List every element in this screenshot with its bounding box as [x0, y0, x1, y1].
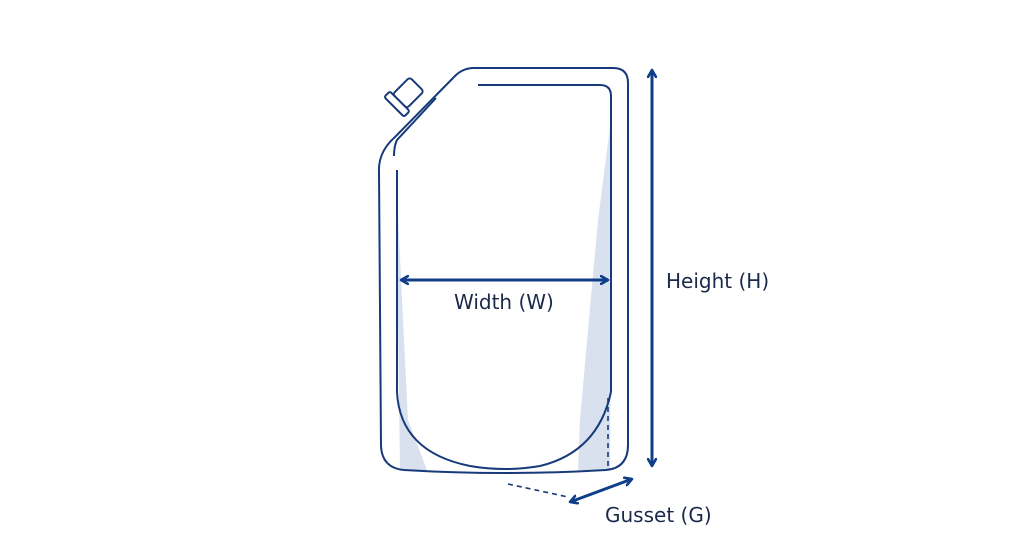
right-side-shading	[578, 112, 612, 470]
height-label: Height (H)	[666, 269, 770, 293]
spout-cap-icon	[384, 77, 424, 117]
gusset-depth-dashed-line	[507, 483, 569, 498]
pouch-inner-seal	[478, 84, 612, 392]
bottom-gusset-curve	[396, 391, 612, 470]
gusset-arrow	[570, 479, 632, 502]
width-label: Width (W)	[454, 290, 554, 314]
gusset-label: Gusset (G)	[605, 503, 712, 527]
pouch-inner-shoulder	[393, 97, 437, 157]
pouch-outer-outline	[377, 67, 629, 474]
left-side-shading	[396, 170, 427, 470]
